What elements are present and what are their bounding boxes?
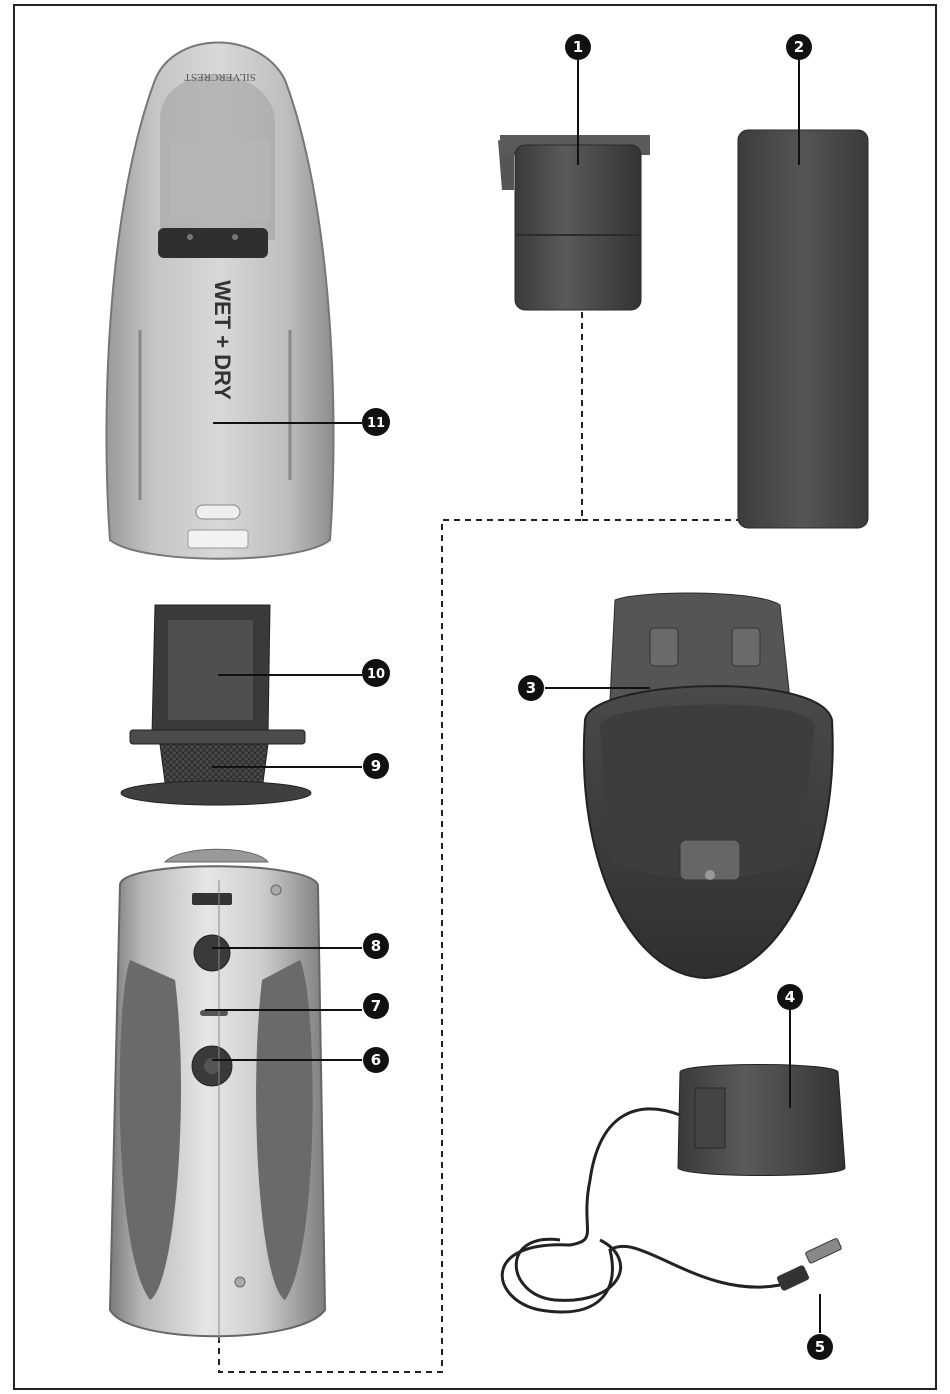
brand-lettering: SILVERCREST [184,71,256,83]
callout-label-6: 6 [371,1051,381,1069]
vacuum-body [110,849,325,1340]
callout-label-4: 4 [785,988,795,1006]
callout-label-10: 10 [367,667,385,682]
filter-assembly [121,605,311,805]
callout-label-9: 9 [371,757,381,775]
callout-label-2: 2 [794,38,804,56]
callout-1: 1 [565,34,591,60]
callout-7: 7 [363,993,389,1019]
callout-label-8: 8 [371,937,381,955]
callout-9: 9 [363,753,389,779]
callout-6: 6 [363,1047,389,1073]
battery-pack [738,130,868,528]
dust-container: SILVERCREST WET + DRY [106,43,333,559]
callout-label-7: 7 [371,997,381,1015]
callout-3: 3 [518,675,544,701]
callout-label-3: 3 [526,679,536,697]
callout-11: 11 [362,408,390,436]
callout-5: 5 [807,1334,833,1360]
charging-base [584,593,833,978]
charging-adapter [498,135,650,310]
wet-dry-lettering: WET + DRY [210,280,235,400]
callout-4: 4 [777,984,803,1010]
power-adapter [678,1065,845,1176]
callout-label-1: 1 [573,38,583,56]
callout-8: 8 [363,933,389,959]
callout-label-5: 5 [815,1338,825,1356]
callout-10: 10 [362,659,390,687]
callout-label-11: 11 [367,416,385,431]
callout-2: 2 [786,34,812,60]
